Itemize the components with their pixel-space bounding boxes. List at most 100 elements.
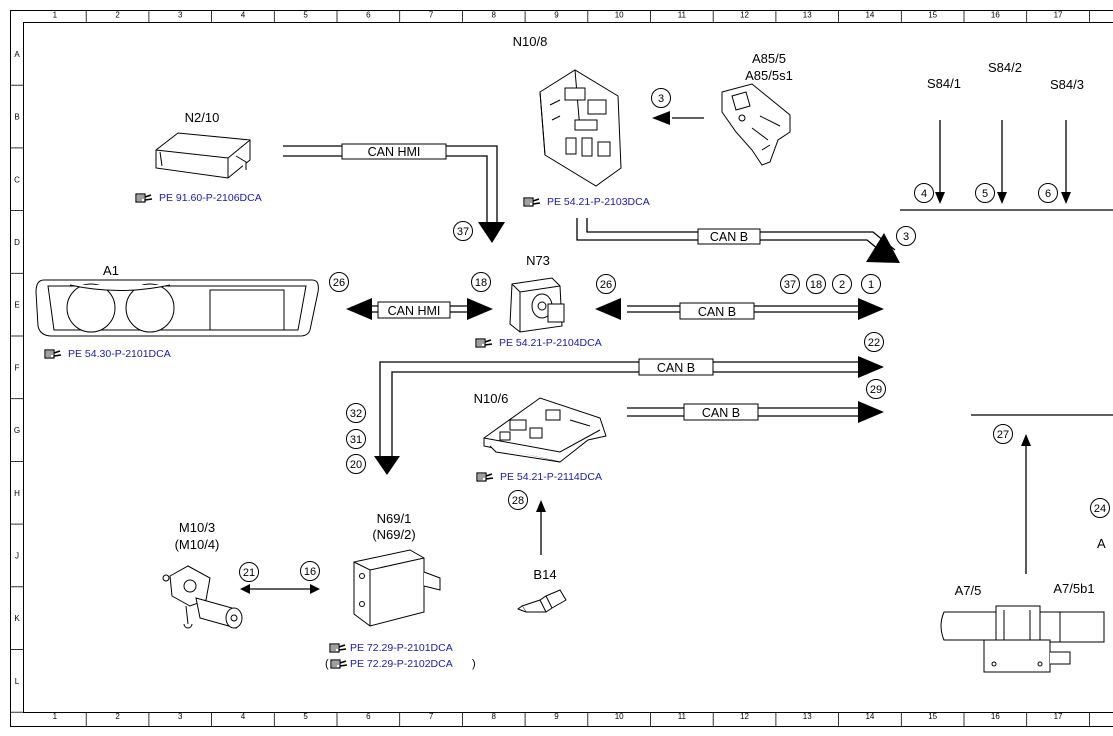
- column-label: 10: [615, 11, 624, 20]
- reference-n69-2-parentheses: ( ): [325, 658, 476, 670]
- svg-text:28: 28: [512, 495, 524, 507]
- column-label: 11: [678, 11, 687, 20]
- svg-text:4: 4: [921, 188, 927, 200]
- callout-28: 28: [508, 490, 528, 510]
- bus-label-can-b-top: CAN B: [697, 228, 761, 245]
- reference-link-a1[interactable]: PE 54.30-P-2101DCA: [44, 348, 171, 360]
- svg-text:3: 3: [903, 231, 909, 243]
- bus-label-can-hmi-mid: CAN HMI: [377, 301, 451, 319]
- svg-text:1: 1: [868, 279, 874, 291]
- callout-3: 3: [651, 88, 671, 108]
- svg-text:24: 24: [1094, 503, 1106, 515]
- callout-18: 18: [471, 272, 491, 292]
- column-label: 14: [865, 11, 874, 20]
- a7-5-unit-drawing: [940, 605, 1105, 673]
- label-a-partial: A: [1097, 536, 1106, 551]
- callout-26: 26: [596, 274, 616, 294]
- column-label: 17: [1054, 712, 1063, 721]
- bus-label-can-hmi-top: CAN HMI: [341, 143, 447, 160]
- component-labels: N10/8 A85/5 A85/5s1 S84/1 S84/2 S84/3 N2…: [103, 34, 1106, 598]
- callout-18: 18: [806, 274, 826, 294]
- column-label: 8: [492, 712, 497, 721]
- svg-text:37: 37: [457, 226, 469, 238]
- svg-text:5: 5: [982, 188, 988, 200]
- column-label: 9: [554, 712, 559, 721]
- svg-text:PE 54.21-P-2114DCA: PE 54.21-P-2114DCA: [500, 471, 602, 483]
- column-label: 16: [991, 11, 1000, 20]
- callout-29: 29: [866, 379, 886, 399]
- label-n69-2: (N69/2): [372, 527, 415, 542]
- drawing-frame: [10, 10, 1113, 727]
- n69-1-module-drawing: [353, 549, 441, 627]
- label-a7-5b1: A7/5b1: [1053, 581, 1094, 596]
- column-label: 15: [928, 11, 937, 20]
- arrowheads: [240, 111, 1071, 594]
- column-label: 9: [554, 11, 559, 20]
- svg-text:PE 72.29-P-2101DCA: PE 72.29-P-2101DCA: [350, 642, 453, 654]
- label-m10-3: M10/3: [179, 520, 215, 535]
- svg-text:CAN B: CAN B: [698, 305, 736, 319]
- bus-label-can-b-g: CAN B: [683, 403, 759, 421]
- column-label: 8: [492, 11, 497, 20]
- row-label: H: [14, 489, 20, 498]
- column-label: 14: [865, 712, 874, 721]
- svg-text:CAN HMI: CAN HMI: [368, 145, 421, 159]
- n10-8-module-drawing: [539, 69, 622, 187]
- callout-6: 6: [1038, 183, 1058, 203]
- pointing-hand-book-icon: [44, 349, 62, 359]
- bus-label-can-b-f: CAN B: [638, 358, 714, 376]
- reference-link-n69-1[interactable]: PE 72.29-P-2101DCA: [329, 642, 453, 654]
- svg-text:29: 29: [870, 384, 882, 396]
- column-label: 1: [53, 11, 58, 20]
- callout-32: 32: [346, 403, 366, 423]
- column-label: 11: [678, 712, 687, 721]
- column-label: 2: [115, 11, 120, 20]
- svg-text:): ): [472, 658, 476, 670]
- a85-5-lock-drawing: [721, 83, 791, 166]
- svg-text:PE 54.30-P-2101DCA: PE 54.30-P-2101DCA: [68, 348, 171, 360]
- row-label: F: [15, 363, 20, 372]
- callout-37: 37: [453, 221, 473, 241]
- callout-31: 31: [346, 429, 366, 449]
- n73-ignition-switch-drawing: [509, 277, 565, 333]
- label-a1: A1: [103, 263, 119, 278]
- svg-text:20: 20: [350, 459, 362, 471]
- reference-link-n69-2[interactable]: PE 72.29-P-2102DCA: [330, 658, 453, 670]
- column-label: 10: [615, 712, 624, 721]
- svg-text:PE 72.29-P-2102DCA: PE 72.29-P-2102DCA: [350, 658, 453, 670]
- svg-text:CAN B: CAN B: [702, 406, 740, 420]
- callout-22: 22: [864, 332, 884, 352]
- callout-2: 2: [832, 274, 852, 294]
- svg-text:31: 31: [350, 434, 362, 446]
- reference-link-n2-10[interactable]: PE 91.60-P-2106DCA: [135, 192, 262, 204]
- column-label: 12: [740, 11, 749, 20]
- pointing-hand-book-icon: [476, 472, 494, 482]
- row-label: K: [14, 614, 20, 623]
- row-label: A: [14, 50, 20, 59]
- svg-text:37: 37: [784, 279, 796, 291]
- column-label: 6: [366, 11, 371, 20]
- column-label: 2: [115, 712, 120, 721]
- svg-text:26: 26: [333, 277, 345, 289]
- row-label: E: [14, 301, 19, 310]
- svg-text:32: 32: [350, 408, 362, 420]
- reference-link-n10-6[interactable]: PE 54.21-P-2114DCA: [476, 471, 602, 483]
- pointing-hand-book-icon: [330, 659, 348, 669]
- m10-3-motor-drawing: [162, 565, 243, 629]
- b14-temperature-sensor-drawing: [516, 589, 567, 613]
- column-label: 15: [928, 712, 937, 721]
- callout-5: 5: [975, 183, 995, 203]
- n2-10-module-drawing: [155, 132, 251, 179]
- label-b14: B14: [533, 567, 556, 582]
- column-label: 12: [740, 712, 749, 721]
- reference-link-n73[interactable]: PE 54.21-P-2104DCA: [475, 337, 602, 349]
- reference-link-n10-8[interactable]: PE 54.21-P-2103DCA: [523, 196, 650, 208]
- svg-text:CAN B: CAN B: [710, 230, 748, 244]
- column-label: 16: [991, 712, 1000, 721]
- column-label: 7: [429, 11, 434, 20]
- callout-27: 27: [993, 424, 1013, 444]
- svg-text:27: 27: [997, 429, 1009, 441]
- svg-text:21: 21: [243, 567, 255, 579]
- row-label: J: [15, 551, 19, 560]
